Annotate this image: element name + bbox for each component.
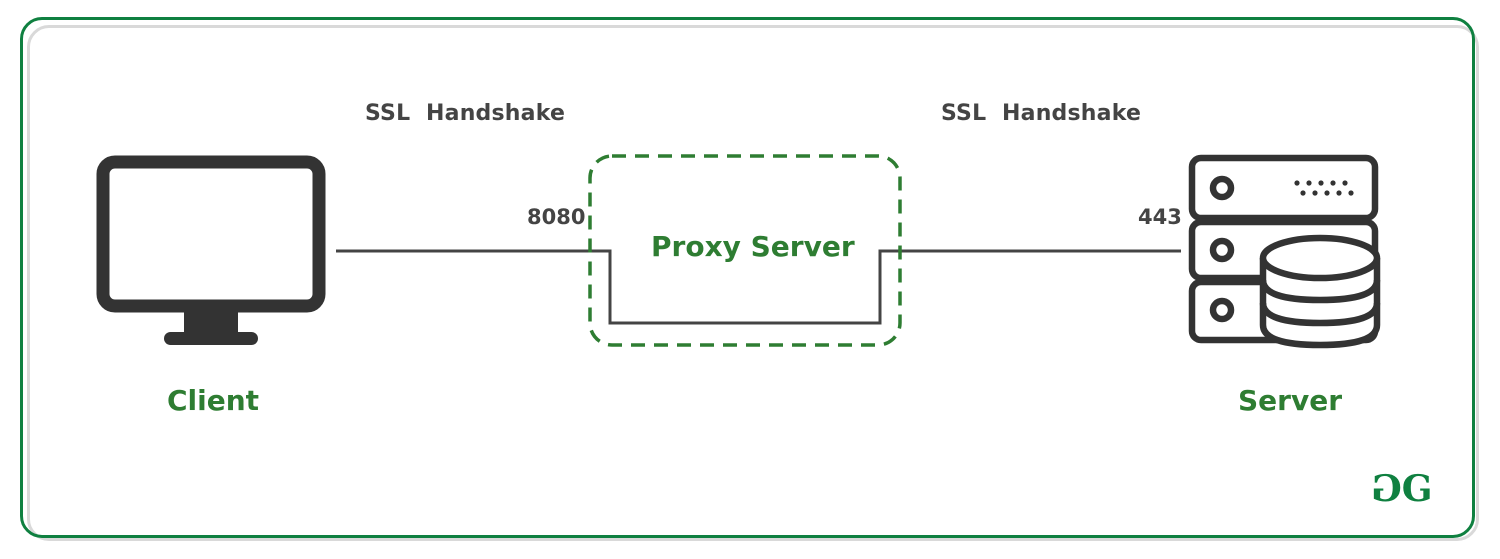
ssl-handshake-label-right: SSL Handshake <box>941 101 1142 126</box>
server-vent-dots-icon <box>1294 180 1354 196</box>
ssl-handshake-label-left: SSL Handshake <box>365 101 566 126</box>
server-label: Server <box>1238 384 1343 417</box>
proxy-server-label: Proxy Server <box>651 230 855 263</box>
client-label: Client <box>167 384 260 417</box>
frame-shadow <box>27 25 1479 541</box>
proxy-box <box>588 154 902 347</box>
port-label-443: 443 <box>1138 205 1182 229</box>
diagram-frame <box>20 17 1475 538</box>
server-database-icon <box>1188 154 1381 349</box>
monitor-icon <box>96 155 326 345</box>
connection-line <box>336 249 1181 325</box>
port-label-8080: 8080 <box>527 205 586 229</box>
gfg-logo-icon: GG <box>1371 468 1433 510</box>
